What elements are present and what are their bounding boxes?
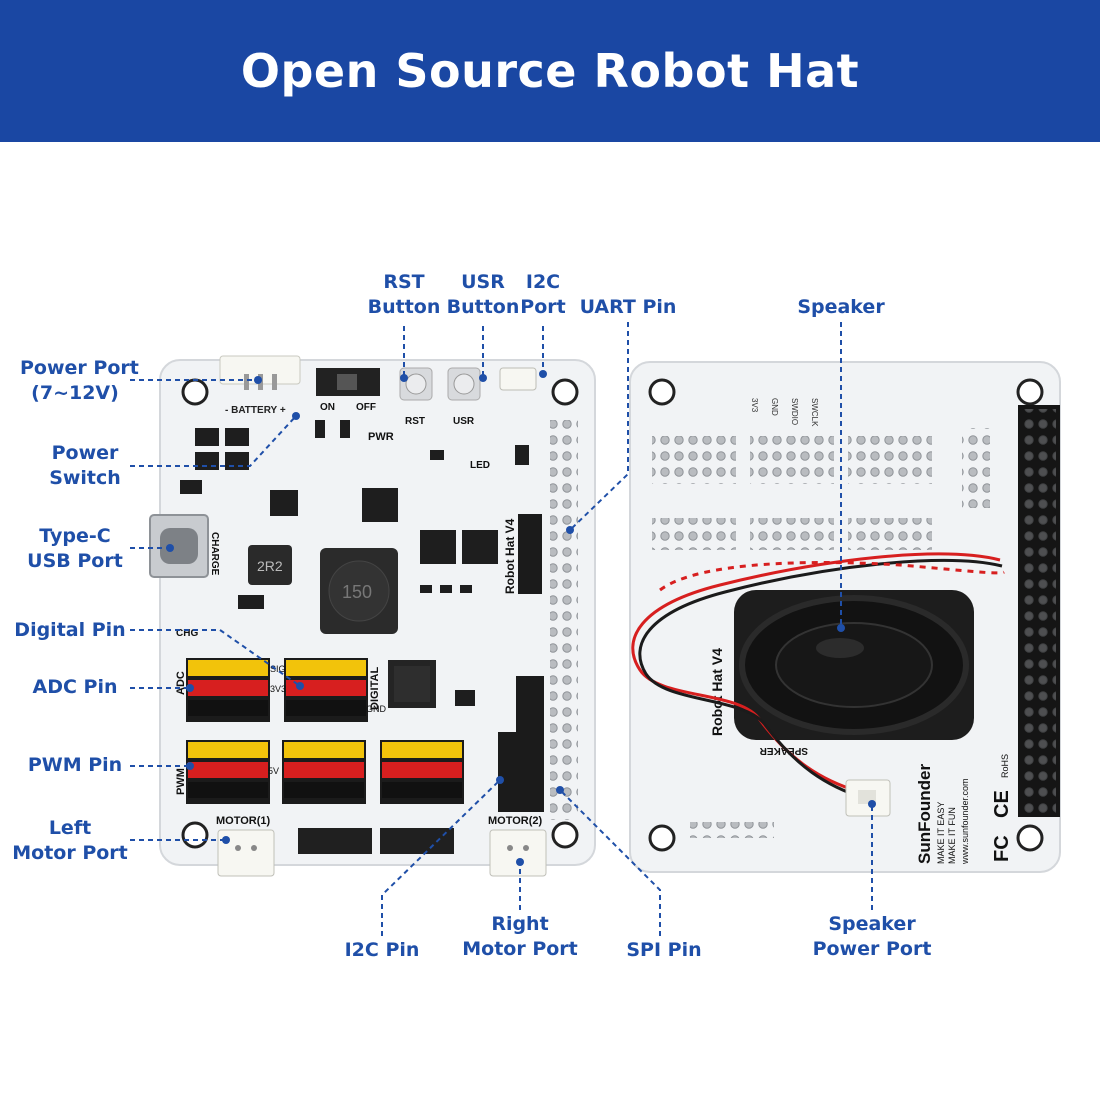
brand-marking: SunFounder MAKE IT EASY MAKE IT FUN www.…	[915, 754, 1013, 865]
ce-marking: CE	[991, 790, 1013, 818]
motor1-marking: MOTOR(1)	[216, 815, 271, 827]
svg-text:GND: GND	[770, 398, 779, 416]
gpio-pin-grid	[550, 420, 578, 820]
pwm-marking: PWM	[175, 768, 187, 795]
digital-marking: DIGITAL	[369, 667, 381, 710]
solder-pads-6	[848, 518, 932, 550]
adc-3v3-label: 3V3	[270, 684, 286, 694]
smd-components	[180, 420, 529, 706]
adc-digital-headers: ADC DIGITAL SIG 3V3 GND	[175, 658, 387, 722]
callout-dots	[166, 370, 876, 866]
gpio-40-pin-header	[1018, 405, 1060, 817]
svg-text:SWCLK: SWCLK	[810, 398, 819, 427]
i2c-port-connector	[499, 367, 537, 391]
robot-hat-marking: Robot Hat V4	[503, 518, 517, 594]
solder-pads-2	[750, 436, 834, 484]
uart-pin-callout: UART Pin	[579, 296, 677, 318]
led-marking: LED	[470, 460, 490, 471]
usr-button-part: USR	[447, 367, 481, 427]
adc-pin-callout: ADC Pin	[32, 676, 118, 698]
rst-button-part: RST	[399, 367, 433, 427]
sunfounder-marking: SunFounder	[915, 764, 934, 864]
solder-pads-1	[652, 436, 736, 484]
right-motor-connector	[489, 829, 547, 877]
front-board: - BATTERY + ON OFF RST USR	[149, 355, 596, 877]
svg-text:3V3: 3V3	[750, 398, 759, 413]
switch-off-label: OFF	[356, 402, 376, 413]
usb-c-port: CHARGE	[149, 514, 220, 578]
speaker-power-connector	[845, 779, 891, 817]
speaker	[734, 590, 974, 740]
callout-lines	[130, 322, 873, 936]
slogan-1: MAKE IT EASY	[936, 802, 946, 864]
pwm-pin-callout: PWM Pin	[27, 754, 123, 776]
rohs-marking: RoHS	[1000, 754, 1010, 778]
power-switch: ON OFF	[316, 368, 380, 413]
back-robot-hat-marking: Robot Hat V4	[709, 648, 725, 736]
pwm-5v-label: 5V	[268, 766, 279, 776]
speaker-marking: SPEAKER	[759, 745, 808, 756]
svg-text:SWDIO: SWDIO	[790, 398, 799, 425]
fc-marking: FC	[991, 835, 1013, 862]
solder-pads-4	[652, 518, 736, 550]
solder-pads-5	[750, 518, 834, 550]
title-banner: Open Source Robot Hat	[0, 0, 1100, 142]
adc-gnd-label: GND	[366, 704, 387, 714]
left-motor-connector	[217, 829, 275, 877]
inductor-small-marking: 2R2	[257, 558, 283, 574]
pwr-led-marking: PWR	[368, 431, 394, 443]
adc-marking: ADC	[175, 671, 187, 695]
back-board: 3V3 GND SWDIO SWCLK Robot Hat V4 SPEAKER	[629, 361, 1061, 873]
inductor-small: 2R2	[248, 545, 292, 585]
rst-marking: RST	[405, 416, 425, 427]
solder-pads-7	[690, 822, 774, 838]
motor2-marking: MOTOR(2)	[488, 815, 543, 827]
page-title: Open Source Robot Hat	[240, 44, 860, 98]
slogan-2: MAKE IT FUN	[947, 807, 957, 864]
motor-drivers	[298, 828, 454, 854]
inductor-large-marking: 150	[342, 582, 372, 602]
microcontroller	[388, 660, 436, 708]
back-mounting-holes	[648, 378, 1044, 852]
i2c-header	[498, 732, 516, 812]
inductor-large: 150	[320, 548, 398, 634]
adc-sig-label: SIG	[270, 664, 286, 674]
charge-marking: CHARGE	[209, 532, 220, 576]
solder-pads-3	[848, 436, 932, 484]
speaker-wires	[631, 552, 1005, 800]
usr-marking: USR	[453, 416, 475, 427]
swd-labels: 3V3 GND SWDIO SWCLK	[750, 398, 819, 427]
power-port-callout: Power Port(7~12V)	[20, 357, 139, 404]
digital-pin-callout: Digital Pin	[14, 619, 126, 641]
spi-pin-callout: SPI Pin	[626, 939, 702, 961]
chg-marking: CHG	[176, 628, 198, 639]
i2c-pin-callout: I2C Pin	[344, 939, 420, 961]
pwm-headers: PWM 5V	[175, 740, 464, 804]
mounting-holes	[181, 378, 579, 849]
battery-marking: - BATTERY +	[225, 405, 286, 416]
switch-on-label: ON	[320, 402, 335, 413]
uart-header: Robot Hat V4	[503, 514, 542, 594]
website-marking: www.sunfounder.com	[960, 778, 970, 865]
solder-pads-right	[962, 428, 990, 508]
spi-header	[516, 676, 544, 812]
speaker-callout: Speaker	[797, 296, 885, 318]
